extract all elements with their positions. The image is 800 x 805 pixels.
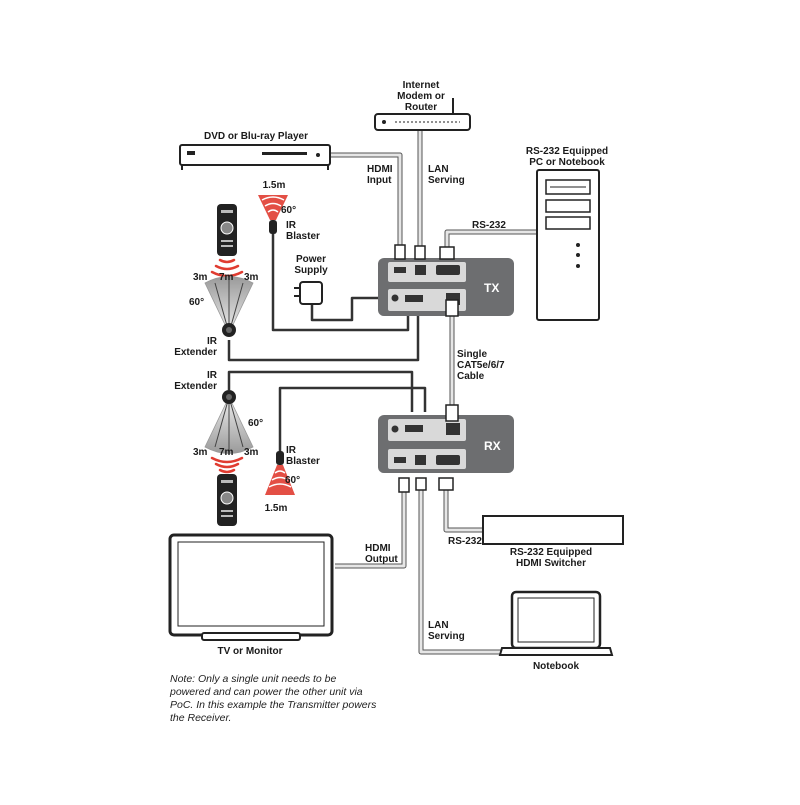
blaster-angle-bottom: 60° [285, 475, 300, 486]
rx-unit: RX [378, 415, 514, 473]
ir-blaster-wire-top [271, 232, 410, 332]
rx-hdmi-port [394, 457, 406, 463]
rx-power-jack [391, 425, 399, 433]
tx-power-jack [391, 294, 399, 302]
rs232-cable-bottom [443, 488, 485, 533]
ir-waves-top [210, 258, 244, 278]
notebook: Notebook [498, 590, 614, 672]
tx-hdmi-port [394, 267, 406, 273]
ir-blaster-wire-bottom [278, 386, 427, 453]
tx-rs232-port [436, 265, 460, 275]
rs232-cable-top [444, 229, 537, 256]
range-center-bottom: 7m [219, 447, 234, 458]
rs232-top-label: RS-232 [472, 220, 506, 231]
rs232-bottom-label: RS-232 [448, 536, 482, 547]
tx-lan-port [415, 265, 426, 275]
ir-waves-bottom [210, 456, 244, 474]
tx-unit: TX [378, 258, 514, 316]
extender-angle-bottom: 60° [248, 418, 263, 429]
dvd-player: DVD or Blu-ray Player [179, 131, 331, 170]
remote-control-bottom [217, 474, 237, 526]
blaster-angle-top: 60° [281, 205, 296, 216]
range-right-bottom: 3m [244, 447, 259, 458]
blaster-distance-top: 1.5m [263, 180, 286, 191]
rx-rs232-port [436, 455, 460, 465]
rx-cat-port [446, 423, 460, 435]
tx-label: TX [484, 281, 499, 295]
ir-extender-wire-bottom [227, 370, 414, 412]
blaster-distance-bottom: 1.5m [265, 503, 288, 514]
connector-plugs [394, 244, 459, 493]
lan-cable-bottom [418, 485, 502, 655]
cables [227, 128, 537, 655]
remote-control-top [217, 204, 237, 256]
rx-ir-ports [405, 425, 423, 432]
tx-ir-ports [405, 295, 423, 302]
range-left-bottom: 3m [193, 447, 208, 458]
range-left-top: 3m [193, 272, 208, 283]
hdmi-output-cable [335, 485, 407, 569]
hdmi-input-cable [330, 152, 403, 255]
rx-label: RX [484, 439, 501, 453]
extender-angle-top: 60° [189, 297, 204, 308]
tv-monitor: TV or Monitor [168, 533, 334, 657]
range-right-top: 3m [244, 272, 259, 283]
range-center-top: 7m [219, 272, 234, 283]
ir-extender-wire-top [227, 310, 420, 362]
player-label: DVD or Blu-ray Player [204, 131, 308, 142]
rx-lan-port [415, 455, 426, 465]
notebook-label: Notebook [533, 661, 580, 672]
tv-label: TV or Monitor [218, 646, 283, 657]
